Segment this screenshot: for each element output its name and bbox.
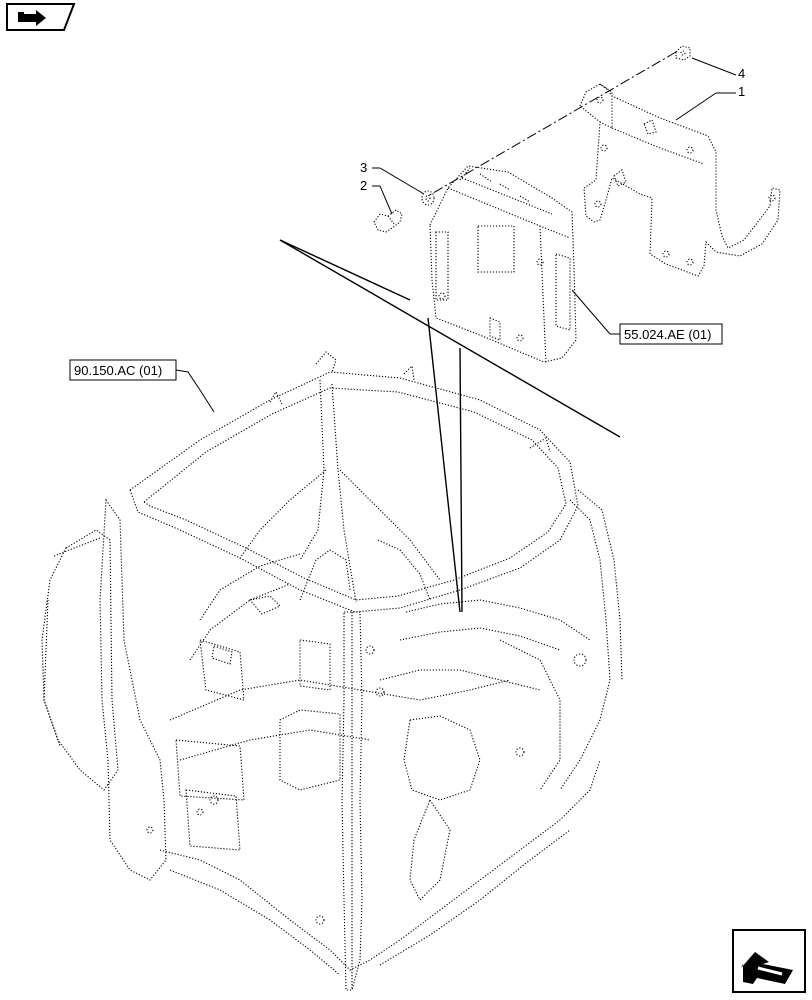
washer-part xyxy=(421,190,435,206)
ecu-module xyxy=(429,165,577,365)
callout-leader-4 xyxy=(691,57,737,76)
callout-number-2: 2 xyxy=(360,178,367,193)
callout-leader-2 xyxy=(379,185,393,215)
leader-line-ecu-down-1 xyxy=(427,317,461,613)
page-back-arrow-icon[interactable] xyxy=(6,3,76,31)
ref-box-ecu[interactable]: 55.024.AE (01) xyxy=(619,323,723,345)
leader-line-ecu-down-2 xyxy=(459,347,463,613)
nut-part xyxy=(675,45,691,61)
callout-number-4: 4 xyxy=(738,66,745,81)
mounting-bracket xyxy=(579,83,781,277)
leader-line-ecu-upper xyxy=(279,239,621,438)
bolt-part xyxy=(373,209,403,233)
ref-box-cab[interactable]: 90.150.AC (01) xyxy=(69,359,177,381)
assembly-axis-line xyxy=(427,51,677,197)
page-forward-arrow-icon[interactable] xyxy=(732,929,806,993)
ref-leader-cab xyxy=(175,369,215,413)
callout-leader-1 xyxy=(675,92,717,121)
ref-label-ecu: 55.024.AE (01) xyxy=(624,327,711,342)
callout-number-1: 1 xyxy=(738,84,745,99)
callout-leader-3 xyxy=(379,167,425,195)
callout-number-3: 3 xyxy=(360,160,367,175)
ref-label-cab: 90.150.AC (01) xyxy=(74,363,162,378)
cab-frame xyxy=(41,351,623,991)
